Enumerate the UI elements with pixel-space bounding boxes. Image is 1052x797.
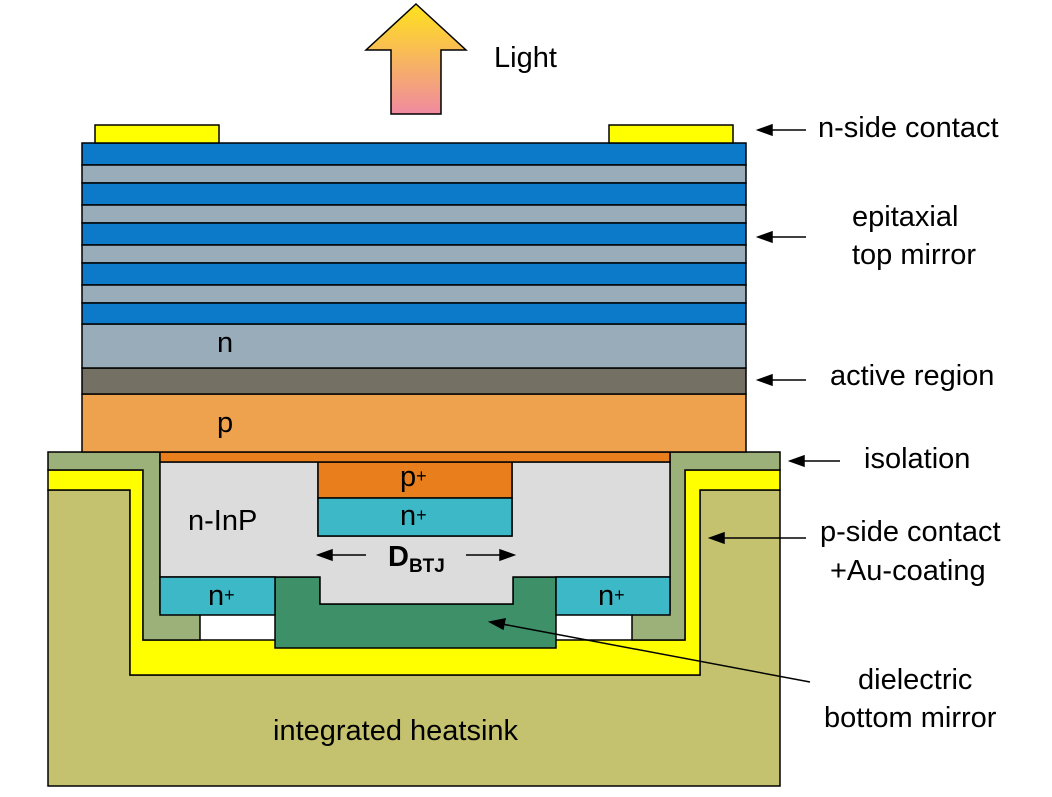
dbtj-main: D <box>388 541 409 573</box>
mirror-layer-light <box>81 284 747 304</box>
mirror-layer-dark <box>81 222 747 246</box>
dbtj-label: DBTJ <box>388 539 445 577</box>
arrow-head-icon <box>755 123 773 137</box>
n-plus-left-sup: + <box>224 585 235 605</box>
n-plus-right-text: n <box>598 580 615 612</box>
dbtj-sub: BTJ <box>408 556 445 577</box>
mirror-layer-light <box>81 164 747 184</box>
mirror-layer-dark <box>81 142 747 166</box>
n-plus-right-label: n+ <box>598 578 625 614</box>
n-plus-left-layer <box>159 576 276 616</box>
dielectric-label: dielectric <box>858 664 973 696</box>
p-plus-sup: + <box>416 466 427 486</box>
arrow-head-icon <box>499 548 517 562</box>
arrow-head-icon <box>755 373 773 387</box>
n-layer-label: n <box>217 327 234 359</box>
bottom-mirror-label: bottom mirror <box>824 702 997 734</box>
mirror-layer-light <box>81 204 747 224</box>
light-label: Light <box>494 42 557 74</box>
n-plus-center-text: n <box>400 500 417 532</box>
mirror-layer-dark <box>81 262 747 286</box>
n-plus-left-label: n+ <box>208 578 235 614</box>
n-plus-center-label: n+ <box>400 498 427 534</box>
arrow-head-icon <box>487 618 506 631</box>
n-layer <box>81 323 747 369</box>
isolation-label: isolation <box>864 443 971 475</box>
p-layer-label: p <box>217 407 234 439</box>
light-arrow-icon <box>364 2 468 115</box>
active-region-label: active region <box>830 360 995 392</box>
top-mirror-label: top mirror <box>852 239 977 271</box>
mirror-layer-dark <box>81 302 747 325</box>
n-side-contact-label: n-side contact <box>818 112 999 144</box>
n-plus-center-sup: + <box>416 505 427 525</box>
p-side-contact-label: p-side contact <box>820 516 1001 548</box>
active-region-layer <box>81 367 747 395</box>
arrow-head-icon <box>755 230 773 244</box>
pointer-arrows <box>315 123 840 683</box>
p-layer <box>81 393 747 453</box>
epitaxial-label: epitaxial <box>852 201 959 233</box>
n-plus-right-sup: + <box>614 585 625 605</box>
integrated-heatsink-label: integrated heatsink <box>273 715 519 747</box>
n-side-contact-left <box>94 124 220 144</box>
epitaxial-top-mirror <box>81 142 747 325</box>
mirror-layer-dark <box>81 182 747 206</box>
n-plus-center-layer <box>317 497 513 537</box>
p-plus-label: p+ <box>400 459 427 495</box>
au-coating-label: +Au-coating <box>830 555 986 587</box>
n-side-contact-right <box>608 124 734 144</box>
p-plus-text: p <box>400 461 417 493</box>
arrow-head-icon <box>707 531 725 545</box>
n-plus-right-layer <box>555 576 671 616</box>
arrow-head-icon <box>787 454 805 468</box>
n-inp-label: n-InP <box>188 505 258 537</box>
arrow-head-icon <box>315 548 333 562</box>
mirror-layer-light <box>81 244 747 264</box>
n-plus-left-text: n <box>208 580 225 612</box>
